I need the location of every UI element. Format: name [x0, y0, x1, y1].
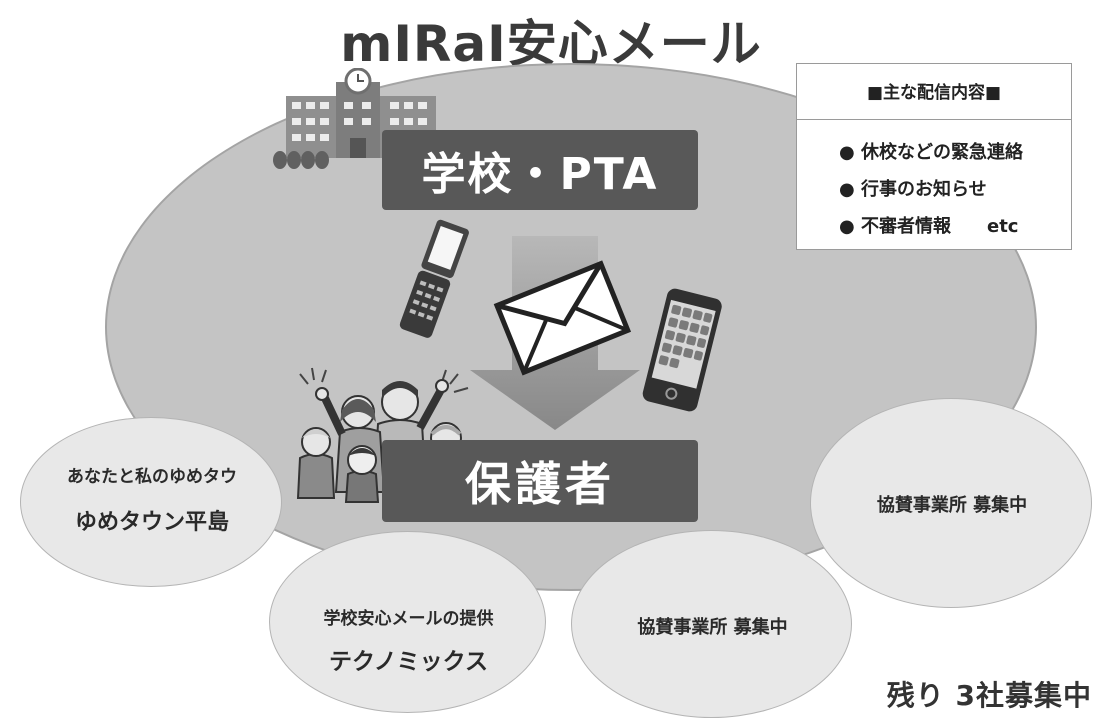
sponsor-tagline: 学校安心メールの提供 — [323, 609, 494, 629]
delivery-content-item-label: 不審者情報 etc — [861, 216, 1019, 237]
panel-divider — [797, 119, 1071, 120]
sponsor-name: ゆめタウン平島 — [74, 510, 229, 535]
sponsor-circle-open-2: 協賛事業所 募集中 — [810, 398, 1092, 608]
guardian-label: 保護者 — [382, 440, 698, 522]
delivery-content-panel: ■主な配信内容■ ● 休校などの緊急連絡 ● 行事のお知らせ ● 不審者情報 e… — [796, 63, 1072, 250]
sponsor-circle-technomix: 学校安心メールの提供 テクノミックス — [269, 531, 546, 713]
delivery-content-item: ● 行事のお知らせ — [839, 175, 987, 201]
remaining-slots-text: 残り 3社募集中 — [886, 679, 1092, 712]
delivery-content-item: ● 不審者情報 etc — [839, 212, 1018, 238]
sponsor-recruiting-label: 協賛事業所 募集中 — [637, 617, 788, 638]
delivery-content-item-label: 休校などの緊急連絡 — [861, 142, 1023, 163]
sponsor-tagline: あなたと私のゆめタウ — [67, 467, 237, 487]
delivery-content-title: ■主な配信内容■ — [866, 83, 1002, 103]
bullet-icon: ● — [839, 216, 855, 237]
sponsor-circle-open-1: 協賛事業所 募集中 — [571, 530, 852, 718]
bullet-icon: ● — [839, 142, 855, 163]
sponsor-circle-yumetown: あなたと私のゆめタウ ゆめタウン平島 — [20, 417, 282, 587]
envelope-icon — [493, 260, 632, 376]
sponsor-name: テクノミックス — [329, 649, 488, 675]
school-pta-label: 学校・PTA — [382, 130, 698, 210]
delivery-content-item: ● 休校などの緊急連絡 — [839, 138, 1023, 164]
delivery-content-item-label: 行事のお知らせ — [861, 179, 987, 200]
sponsor-recruiting-label: 協賛事業所 募集中 — [876, 495, 1028, 516]
bullet-icon: ● — [839, 179, 855, 200]
smartphone-icon — [642, 288, 722, 412]
flip-phone-icon — [399, 219, 469, 338]
